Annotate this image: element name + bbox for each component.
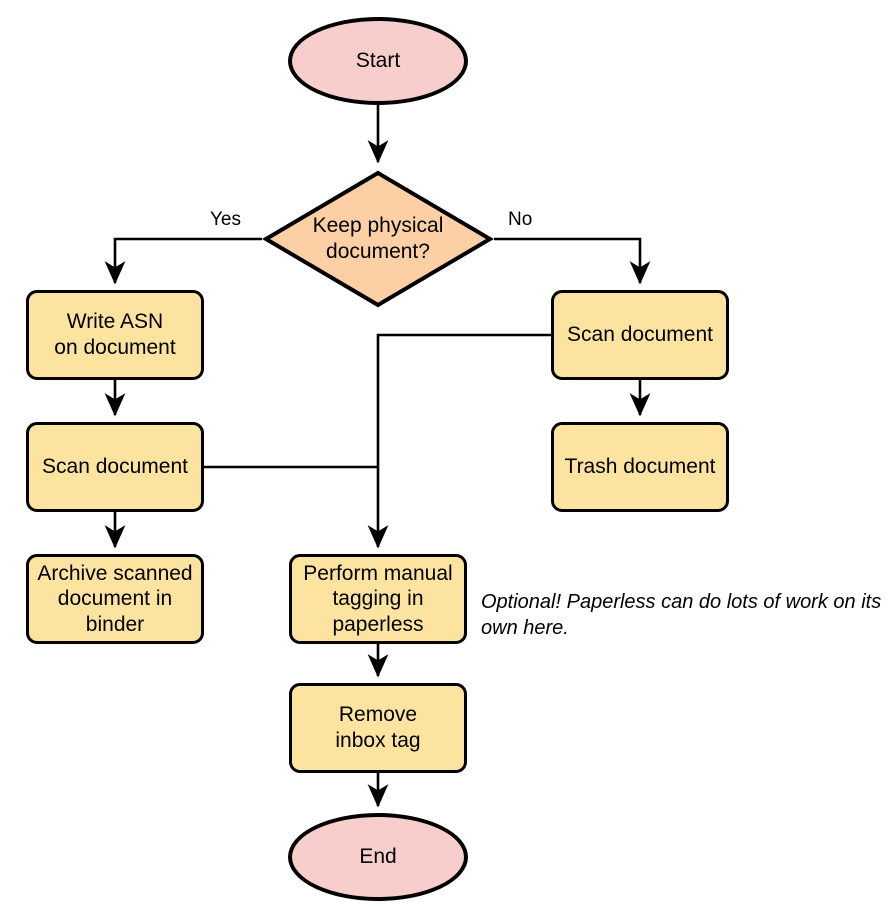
diamond-shape <box>262 170 494 308</box>
node-scan-document-right-label: Scan document <box>567 323 713 347</box>
node-keep-physical-document[interactable]: Keep physical document? <box>262 169 494 309</box>
node-end[interactable]: End <box>288 813 468 901</box>
node-scan-document-right[interactable]: Scan document <box>551 290 729 380</box>
node-write-asn-on-document-label: Write ASN on document <box>54 310 176 359</box>
node-trash-document-label: Trash document <box>564 455 716 479</box>
node-scan-document-left[interactable]: Scan document <box>26 422 204 512</box>
edge-scan-right-to-tagging <box>367 333 551 549</box>
node-trash-document[interactable]: Trash document <box>551 422 729 512</box>
edge-label-no: No <box>508 209 533 230</box>
node-end-label: End <box>359 845 397 869</box>
node-perform-manual-tagging[interactable]: Perform manual tagging in paperless <box>289 554 467 644</box>
node-archive-scanned-document[interactable]: Archive scanned document in binder <box>26 554 204 644</box>
node-archive-scanned-document-label: Archive scanned document in binder <box>37 561 193 636</box>
node-start-label: Start <box>355 49 401 73</box>
node-perform-manual-tagging-label: Perform manual tagging in paperless <box>303 561 453 636</box>
node-remove-inbox-tag[interactable]: Remove inbox tag <box>289 683 467 773</box>
node-remove-inbox-tag-label: Remove inbox tag <box>335 703 421 752</box>
node-keep-physical-document-label: Keep physical document? <box>312 214 444 263</box>
node-scan-document-left-label: Scan document <box>42 455 188 479</box>
edge-no-to-scan-right <box>494 237 651 285</box>
node-start[interactable]: Start <box>288 17 468 105</box>
annotation-optional-note: Optional! Paperless can do lots of work … <box>481 591 882 639</box>
node-write-asn-on-document[interactable]: Write ASN on document <box>26 290 204 380</box>
edge-label-yes: Yes <box>210 209 241 230</box>
edge-yes-to-write-asn <box>104 237 262 285</box>
